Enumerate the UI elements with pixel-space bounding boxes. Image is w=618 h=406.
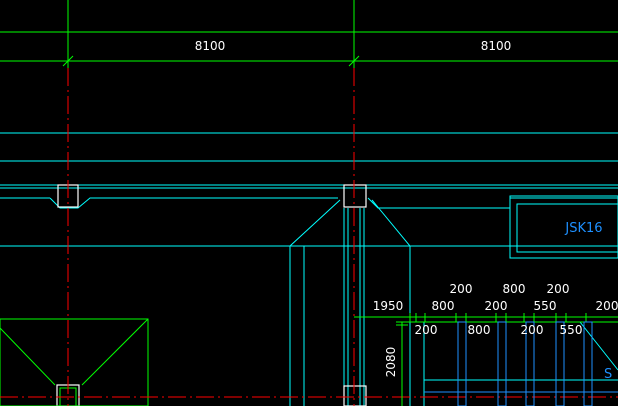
pit-box (0, 318, 149, 406)
dim-200-mid-b: 200 (596, 299, 618, 313)
dim-550-low: 550 (560, 323, 583, 337)
post-1 (457, 321, 467, 406)
dim-200-low-a: 200 (415, 323, 438, 337)
jsk16-frame[interactable] (509, 195, 618, 259)
partial-label-s: S (604, 367, 612, 382)
dim-200-top-b: 200 (547, 282, 570, 296)
top-dimension-band (0, 0, 618, 68)
post-5 (583, 321, 593, 406)
dim-tick-mid (348, 55, 360, 67)
dim-1950: 1950 (373, 299, 404, 313)
dim-200-top-a: 200 (450, 282, 473, 296)
axis-lines (67, 68, 355, 406)
dim-800-mid-a: 800 (432, 299, 455, 313)
post-4 (555, 321, 565, 406)
jsk16-inner-box (516, 203, 618, 253)
column-mid[interactable] (343, 184, 367, 208)
dim-tick-left (62, 55, 74, 67)
post-3 (525, 321, 535, 406)
detail-posts (424, 321, 618, 406)
pit-outline (0, 318, 149, 406)
pit-slope-right (81, 318, 149, 386)
dim-span-1: 8100 (195, 39, 226, 53)
bevel-wall-right (371, 199, 411, 406)
pit-slope-left (0, 327, 56, 386)
jsk16-label: JSK16 (564, 221, 602, 236)
dim-span-2: 8100 (481, 39, 512, 53)
beam-haunch-left (49, 197, 338, 209)
dim-800-top: 800 (503, 282, 526, 296)
post-2 (497, 321, 507, 406)
jsk16-outer-box (509, 195, 618, 259)
dim-200-low-b: 200 (521, 323, 544, 337)
bevel-wall-left (289, 199, 341, 406)
detail-dimension-texts: 1950 200 800 200 800 200 550 200 200 800… (373, 282, 618, 377)
column-mid-lower[interactable] (343, 385, 367, 406)
dim-550-mid: 550 (534, 299, 557, 313)
dim-200-mid-a: 200 (485, 299, 508, 313)
detail-dimension-chain (354, 313, 618, 406)
structure-lines (0, 132, 618, 406)
dim-800-low: 800 (468, 323, 491, 337)
dim-2080-vertical: 2080 (384, 347, 398, 378)
detail-diagonal (579, 321, 618, 371)
